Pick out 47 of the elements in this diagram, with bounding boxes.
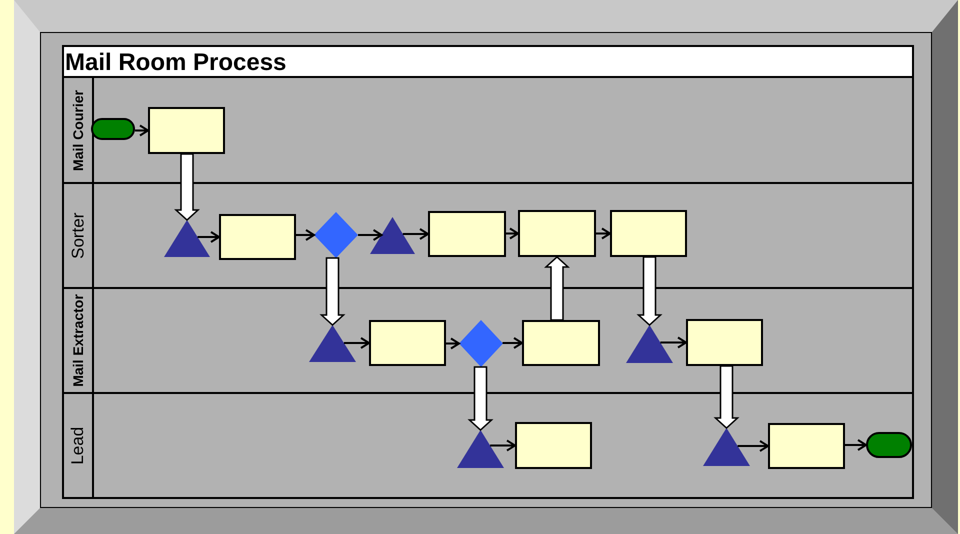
arrow bbox=[506, 228, 519, 240]
process-box bbox=[219, 214, 296, 260]
lane-label: Mail Courier bbox=[68, 90, 86, 170]
process-box bbox=[518, 210, 596, 257]
block-arrow bbox=[468, 366, 494, 432]
arrow bbox=[402, 228, 429, 240]
block-arrow bbox=[714, 365, 740, 430]
arrow bbox=[502, 337, 523, 349]
process-box bbox=[768, 423, 845, 469]
arrow bbox=[198, 231, 220, 243]
swimlane bbox=[62, 182, 914, 289]
arrow bbox=[358, 229, 383, 241]
arrow bbox=[344, 337, 370, 349]
process-box bbox=[515, 422, 592, 469]
triangle-symbol bbox=[457, 430, 504, 468]
arrow bbox=[135, 124, 149, 136]
decision-diamond bbox=[314, 212, 358, 258]
lane-label: Lead bbox=[67, 426, 88, 464]
process-box bbox=[610, 210, 687, 257]
arrow bbox=[738, 440, 769, 452]
process-box bbox=[148, 107, 225, 154]
triangle-symbol bbox=[309, 325, 356, 362]
arrow bbox=[596, 228, 611, 240]
lane-label: Sorter bbox=[67, 212, 88, 259]
process-box bbox=[686, 319, 763, 366]
block-arrow bbox=[174, 153, 200, 222]
triangle-symbol bbox=[626, 325, 673, 363]
swimlane bbox=[62, 392, 914, 499]
block-arrow bbox=[636, 256, 662, 326]
arrow bbox=[446, 338, 460, 350]
triangle-symbol bbox=[370, 217, 415, 254]
arrow bbox=[490, 440, 516, 452]
block-arrow bbox=[320, 257, 346, 326]
swimlane bbox=[62, 287, 914, 394]
swimlane bbox=[62, 76, 914, 184]
process-box bbox=[522, 320, 600, 366]
process-box bbox=[369, 320, 446, 366]
arrow bbox=[296, 229, 315, 241]
lane-label: Mail Extractor bbox=[68, 294, 86, 387]
diagram-title: Mail Room Process bbox=[65, 50, 286, 76]
arrow bbox=[845, 439, 867, 451]
decision-diamond bbox=[459, 320, 503, 367]
block-arrow bbox=[544, 256, 570, 321]
triangle-symbol bbox=[164, 220, 210, 257]
triangle-symbol bbox=[703, 428, 750, 466]
arrow bbox=[660, 336, 687, 348]
process-box bbox=[428, 211, 506, 257]
